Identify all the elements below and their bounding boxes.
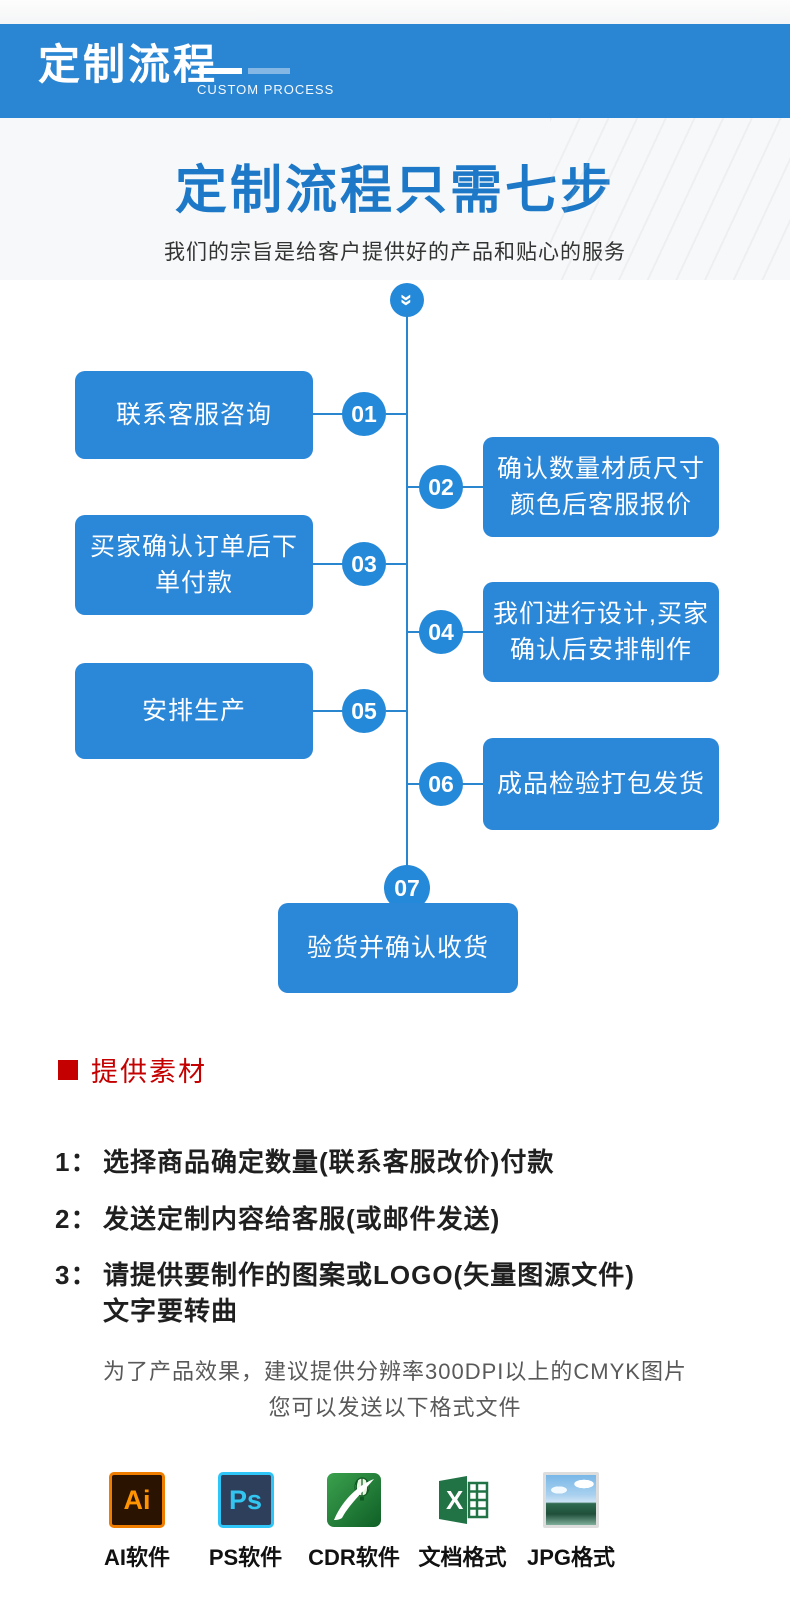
connector-line — [462, 631, 483, 633]
item-text: 发送定制内容给客服(或邮件发送) — [103, 1204, 501, 1234]
connector-line — [386, 563, 407, 565]
flow-chart: » 联系客服咨询 01 02 确认数量材质尺寸 颜色后客服报价 买家确认订单后下… — [0, 280, 790, 1013]
connector-line — [313, 413, 343, 415]
section-title: 定制流程 — [38, 41, 219, 88]
flow-step-label: 成品检验打包发货 — [496, 769, 705, 798]
connector-line — [313, 563, 343, 565]
flow-step-label: 颜色后客服报价 — [509, 491, 692, 519]
red-square-bullet — [58, 1059, 78, 1080]
ps-software-icon: Ps — [217, 1472, 274, 1528]
materials-section: 提供素材 1： 选择商品确定数量(联系客服改价)付款 2： 发送定制内容给客服(… — [0, 1040, 790, 1455]
top-strip — [0, 0, 790, 24]
banner-title: 定制流程只需七步 — [174, 162, 615, 220]
format-label: JPG格式 — [526, 1545, 616, 1570]
flow-step-box-4: 我们进行设计,买家 确认后安排制作 — [483, 582, 719, 682]
connector-line — [407, 783, 420, 785]
flow-step-label: 确认后安排制作 — [509, 636, 692, 664]
chevron-down-icon: » — [390, 283, 424, 317]
flow-step-number-5: 05 — [342, 689, 386, 733]
item-number: 3： — [55, 1260, 98, 1290]
doc-format-icon: X — [435, 1472, 491, 1528]
ai-software-icon: Ai — [109, 1472, 165, 1528]
connector-line — [407, 631, 420, 633]
materials-heading-text: 提供素材 — [91, 1057, 207, 1087]
format-ai: Ai AI软件 — [84, 1472, 190, 1572]
section-header-bar: 定制流程 CUSTOM PROCESS — [0, 24, 790, 118]
flow-step-label: 联系客服咨询 — [115, 400, 272, 429]
section-subtitle-en: CUSTOM PROCESS — [197, 82, 335, 97]
note-line-2: 您可以发送以下格式文件 — [268, 1395, 522, 1420]
connector-line — [313, 710, 343, 712]
format-label: 文档格式 — [418, 1545, 507, 1570]
flow-step-label: 安排生产 — [141, 696, 246, 725]
format-cdr: CDR软件 — [301, 1472, 407, 1572]
banner: 定制流程只需七步 我们的宗旨是给客户提供好的产品和贴心的服务 — [0, 118, 790, 280]
flow-step-number-2: 02 — [419, 465, 463, 509]
item-number: 1： — [55, 1147, 98, 1177]
flow-step-label: 我们进行设计,买家 — [493, 599, 709, 628]
flow-step-number-3: 03 — [342, 542, 386, 586]
ai-glyph: Ai — [123, 1484, 151, 1515]
item-text: 请提供要制作的图案或LOGO(矢量图源文件) 文字要转曲 — [103, 1257, 635, 1329]
format-jpg: JPG格式 — [518, 1472, 624, 1572]
flow-step-box-7: 验货并确认收货 — [278, 903, 518, 993]
materials-item-1: 1： 选择商品确定数量(联系客服改价)付款 — [55, 1144, 554, 1180]
item-text-line1: 请提供要制作的图案或LOGO(矢量图源文件) — [103, 1260, 635, 1290]
item-text: 选择商品确定数量(联系客服改价)付款 — [103, 1147, 555, 1177]
item-number: 2： — [55, 1204, 98, 1234]
file-formats-row: Ai AI软件 Ps PS软件 — [84, 1472, 624, 1572]
jpg-format-icon — [543, 1472, 599, 1528]
connector-line — [462, 486, 483, 488]
format-label: PS软件 — [208, 1545, 283, 1570]
item-text-line2: 文字要转曲 — [103, 1296, 239, 1326]
materials-heading: 提供素材 — [58, 1050, 207, 1089]
connector-line — [407, 486, 420, 488]
flow-step-label: 确认数量材质尺寸 — [496, 454, 705, 483]
materials-item-2: 2： 发送定制内容给客服(或邮件发送) — [55, 1201, 500, 1237]
connector-line — [386, 710, 407, 712]
cdr-software-icon — [326, 1472, 382, 1528]
flow-step-box-3: 买家确认订单后下 单付款 — [75, 515, 313, 615]
banner-subtitle: 我们的宗旨是给客户提供好的产品和贴心的服务 — [164, 241, 626, 264]
materials-item-3: 3： 请提供要制作的图案或LOGO(矢量图源文件) 文字要转曲 — [55, 1257, 635, 1329]
svg-text:X: X — [446, 1485, 464, 1515]
flow-step-label: 单付款 — [154, 569, 233, 597]
ps-glyph: Ps — [228, 1484, 263, 1515]
flow-step-box-1: 联系客服咨询 — [75, 371, 313, 459]
format-doc: X 文档格式 — [410, 1472, 516, 1572]
format-ps: Ps PS软件 — [193, 1472, 299, 1572]
format-label: AI软件 — [103, 1545, 170, 1570]
connector-line — [462, 783, 483, 785]
dash-decoration-light — [248, 68, 290, 74]
flow-step-number-1: 01 — [342, 392, 386, 436]
flow-step-box-2: 确认数量材质尺寸 颜色后客服报价 — [483, 437, 719, 537]
note-line-1: 为了产品效果，建议提供分辨率300DPI以上的CMYK图片 — [103, 1359, 687, 1384]
flow-step-box-6: 成品检验打包发货 — [483, 738, 719, 830]
connector-line — [386, 413, 407, 415]
flow-step-label: 买家确认订单后下 — [89, 532, 298, 561]
flow-step-box-5: 安排生产 — [75, 663, 313, 759]
dash-decoration — [198, 68, 242, 74]
format-label: CDR软件 — [308, 1545, 400, 1570]
flow-step-label: 验货并确认收货 — [306, 933, 489, 962]
flow-step-number-4: 04 — [419, 610, 463, 654]
flow-center-line — [406, 313, 408, 918]
flow-step-number-6: 06 — [419, 762, 463, 806]
